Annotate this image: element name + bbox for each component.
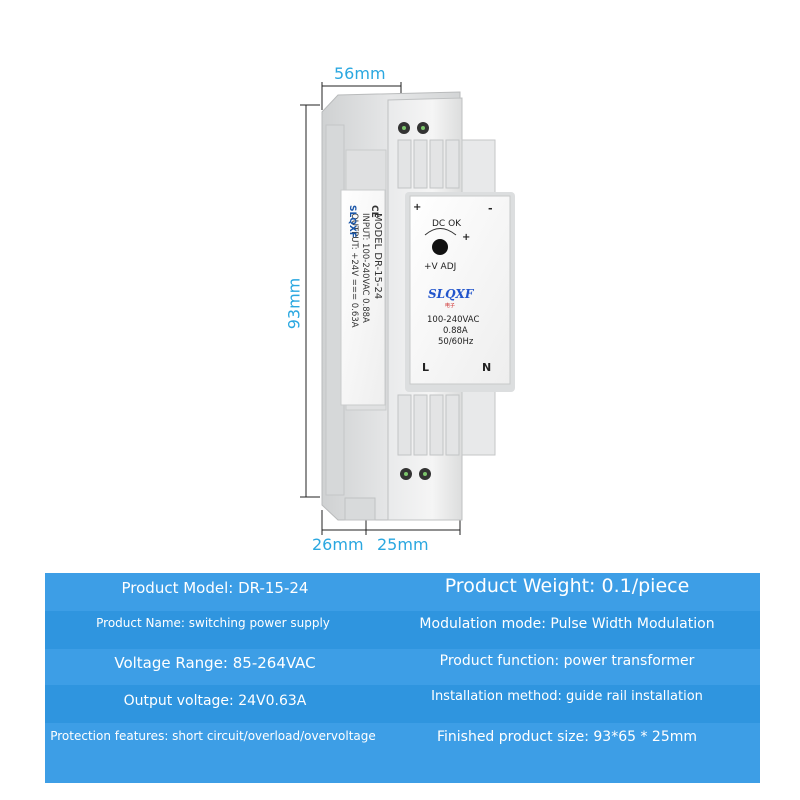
depth-base-dimension: 26mm <box>312 535 364 554</box>
plus-terminal: + <box>413 202 421 213</box>
dc-ok-label: DC OK <box>432 219 462 229</box>
output-label: OUTPUT: +24V === 0.63A <box>349 213 359 328</box>
ce-mark: CE <box>369 205 379 218</box>
model-label: MODEL DR-15-24 <box>372 213 383 299</box>
side-brand: SLQXF <box>347 205 357 238</box>
spec-voltage-range: Voltage Range: 85-264VAC <box>114 654 316 672</box>
depth-body-dimension: 25mm <box>377 535 429 554</box>
minus-terminal: - <box>488 202 493 215</box>
spec-row: Protection features: short circuit/overl… <box>45 723 760 761</box>
spec-output-voltage: Output voltage: 24V0.63A <box>123 693 307 709</box>
spec-protection-features: Protection features: short circuit/overl… <box>50 729 376 743</box>
spec-installation-method: Installation method: guide rail installa… <box>431 689 703 704</box>
spec-row: Voltage Range: 85-264VAC Product functio… <box>45 649 760 687</box>
power-supply-illustration: MODEL DR-15-24 INPUT: 100-240VAC 0.88A O… <box>300 82 515 535</box>
frequency-label: 50/60Hz <box>438 337 474 347</box>
input-label: INPUT: 100-240VAC 0.88A <box>360 213 370 323</box>
current-label: 0.88A <box>443 326 468 336</box>
brand-sub: 电子 <box>445 302 455 309</box>
v-adj-label: +V ADJ <box>424 262 456 272</box>
spec-product-function: Product function: power transformer <box>439 653 695 669</box>
spec-row: Product Model: DR-15-24 Product Weight: … <box>45 573 760 611</box>
terminal-l-label: L <box>422 361 429 374</box>
terminal-n-label: N <box>482 361 491 374</box>
spec-product-model: Product Model: DR-15-24 <box>121 579 309 597</box>
brand-logo: SLQXF <box>428 287 475 301</box>
product-image-area: MODEL DR-15-24 INPUT: 100-240VAC 0.88A O… <box>284 64 515 554</box>
width-dimension: 56mm <box>334 64 386 83</box>
voltage-knob[interactable] <box>432 239 448 255</box>
spec-product-weight: Product Weight: 0.1/piece <box>444 575 690 597</box>
spec-row: Product Name: switching power supply Mod… <box>45 611 760 649</box>
spec-product-name: Product Name: switching power supply <box>96 616 330 630</box>
voltage-label: 100-240VAC <box>427 315 479 325</box>
spec-panel: Product Model: DR-15-24 Product Weight: … <box>45 573 760 783</box>
spec-finished-size: Finished product size: 93*65 * 25mm <box>436 729 698 745</box>
spec-row: Output voltage: 24V0.63A Installation me… <box>45 685 760 723</box>
height-dimension: 93mm <box>284 277 304 330</box>
plus-adj: + <box>462 232 470 243</box>
adjust-arrow-icon <box>424 228 457 236</box>
spec-modulation-mode: Modulation mode: Pulse Width Modulation <box>419 616 715 632</box>
front-label: + - DC OK + +V ADJ SLQXF 电子 100-240VAC 0… <box>405 192 515 392</box>
